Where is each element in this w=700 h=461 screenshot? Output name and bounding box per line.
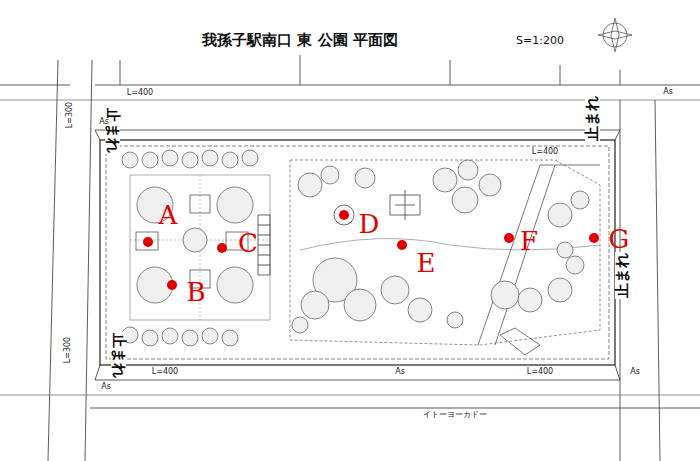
curb-length: L=400 bbox=[151, 368, 179, 376]
scale-note: S=1:200 bbox=[516, 35, 564, 46]
curb-length: L=400 bbox=[531, 148, 559, 156]
point-letter: E bbox=[417, 250, 436, 276]
point-letter: A bbox=[159, 202, 178, 228]
survey-points bbox=[143, 210, 599, 290]
point-letter: D bbox=[359, 211, 380, 237]
point-letter: C bbox=[238, 230, 258, 256]
building-name: イトーヨーカドー bbox=[422, 411, 488, 419]
curb-length: L=400 bbox=[526, 368, 554, 376]
stop-marking: 止まれ bbox=[615, 252, 630, 299]
stop-marking: 止まれ bbox=[111, 332, 126, 379]
plan-title: 我孫子駅南口 東 公園 平面図 bbox=[202, 33, 398, 48]
curb-length: L=400 bbox=[126, 89, 154, 97]
pavement-note: As bbox=[662, 88, 674, 96]
pavement-note: As bbox=[394, 368, 406, 376]
pavement-note: As bbox=[98, 118, 110, 126]
point-letter: G bbox=[609, 226, 630, 252]
stop-marking: 止まれ bbox=[585, 95, 600, 142]
point-letter: B bbox=[186, 279, 205, 305]
curb-length: L=300 bbox=[66, 101, 74, 129]
point-letter: F bbox=[520, 228, 538, 254]
pavement-note: As bbox=[100, 383, 112, 391]
pavement-note: As bbox=[629, 368, 641, 376]
curb-length: L=300 bbox=[64, 336, 72, 364]
stop-marking: 止まれ bbox=[105, 107, 120, 154]
